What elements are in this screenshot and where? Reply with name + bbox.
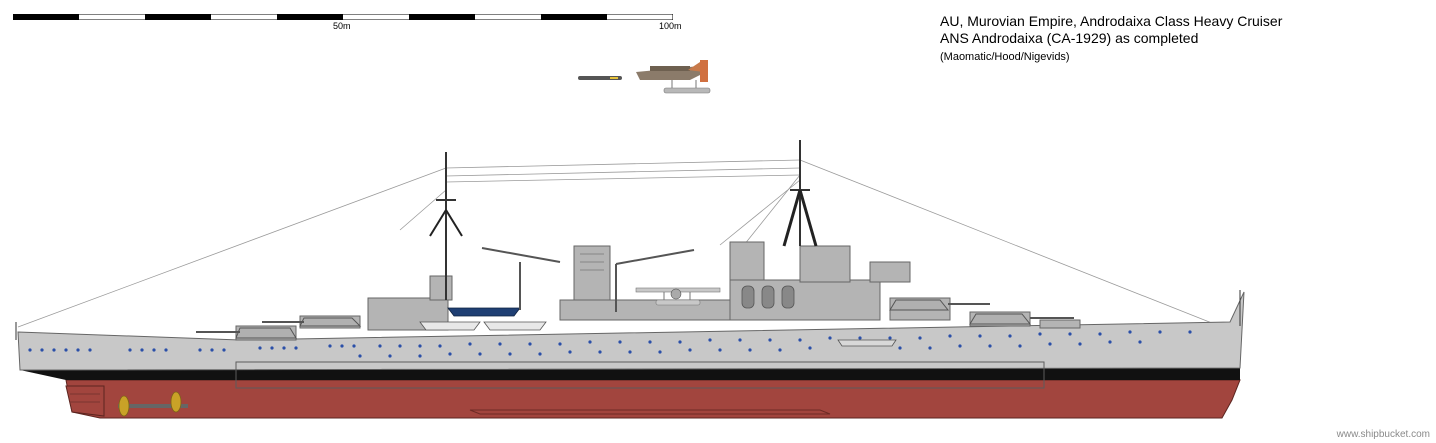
drawing-credits: (Maomatic/Hood/Nigevids): [940, 51, 1070, 63]
boot-topping: [20, 368, 1240, 380]
hull-underwater: [65, 379, 1241, 419]
seaplane-on-catapult: [635, 287, 721, 306]
scale-bar: [13, 14, 673, 20]
portholes-lower: [358, 340, 1142, 358]
ship-name-subtitle: ANS Androdaixa (CA-1929) as completed: [940, 30, 1199, 46]
scale-label-50m: 50m: [333, 21, 351, 31]
scale-label-100m: 100m: [659, 21, 682, 31]
rigging: [17, 159, 1223, 328]
stern-gear: [65, 385, 188, 417]
portholes-upper: [28, 330, 1192, 352]
title-block: AU, Murovian Empire, Androdaixa Class He…: [940, 13, 1282, 65]
watermark: www.shipbucket.com: [1336, 429, 1430, 440]
ship-boats: [419, 307, 897, 347]
cranes: [481, 247, 695, 312]
aft-tower-ports: [741, 285, 795, 309]
ship-class-title: AU, Murovian Empire, Androdaixa Class He…: [940, 13, 1283, 29]
main-turrets: [235, 299, 1032, 339]
seaplane-in-flight: [578, 60, 711, 94]
